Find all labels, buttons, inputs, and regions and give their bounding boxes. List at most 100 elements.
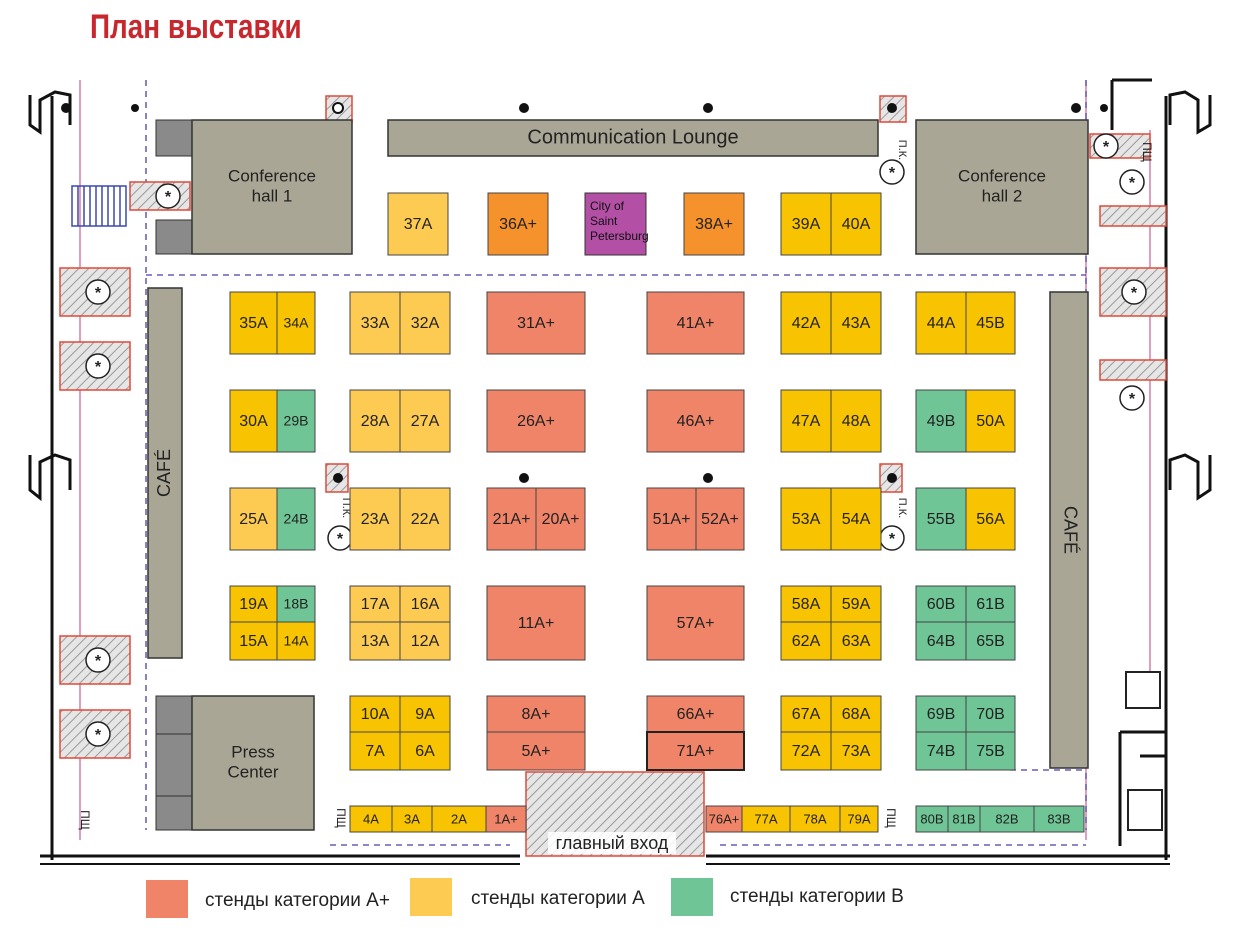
stand-label: 60B bbox=[927, 596, 955, 613]
stand-37a[interactable]: 37A bbox=[387, 192, 449, 256]
stand-67a[interactable]: 67A bbox=[780, 695, 832, 733]
stand-30a[interactable]: 30A bbox=[229, 389, 278, 453]
stand-55b[interactable]: 55B bbox=[915, 487, 967, 551]
stand-11a-plus[interactable]: 11A+ bbox=[486, 585, 586, 661]
stand-36a-plus[interactable]: 36A+ bbox=[487, 192, 549, 256]
stand-25a[interactable]: 25A bbox=[229, 487, 278, 551]
stand-56a[interactable]: 56A bbox=[965, 487, 1016, 551]
stand-70b[interactable]: 70B bbox=[965, 695, 1016, 733]
stand-label: 50A bbox=[976, 413, 1005, 430]
stand-19a[interactable]: 19A bbox=[229, 585, 278, 623]
stand-47a[interactable]: 47A bbox=[780, 389, 832, 453]
stand-label: 13A bbox=[361, 633, 390, 650]
stand-83b[interactable]: 83B bbox=[1033, 805, 1085, 833]
stand-71a-plus[interactable]: 71A+ bbox=[646, 731, 745, 771]
stand-22a[interactable]: 22A bbox=[399, 487, 451, 551]
stand-label: 39A bbox=[792, 216, 821, 233]
main-entrance[interactable]: главный вход bbox=[525, 771, 705, 857]
stand-1a-plus[interactable]: 1A+ bbox=[485, 805, 527, 833]
stand-35a[interactable]: 35A bbox=[229, 291, 278, 355]
stand-13a[interactable]: 13A bbox=[349, 621, 401, 661]
stand-44a[interactable]: 44A bbox=[915, 291, 967, 355]
stand-46a-plus[interactable]: 46A+ bbox=[646, 389, 745, 453]
stand-21a-plus[interactable]: 21A+ bbox=[486, 487, 537, 551]
stand-51a-plus[interactable]: 51A+ bbox=[646, 487, 697, 551]
stand-5a-plus[interactable]: 5A+ bbox=[486, 731, 586, 771]
stand-label: 38A+ bbox=[695, 216, 733, 233]
stand-28a[interactable]: 28A bbox=[349, 389, 401, 453]
stand-76a-plus[interactable]: 76A+ bbox=[705, 805, 743, 833]
stand-79a[interactable]: 79A bbox=[839, 805, 879, 833]
stand-10a[interactable]: 10A bbox=[349, 695, 401, 733]
stand-57a-plus[interactable]: 57A+ bbox=[646, 585, 745, 661]
stand-3a[interactable]: 3A bbox=[391, 805, 433, 833]
stand-82b[interactable]: 82B bbox=[979, 805, 1035, 833]
stand-2a[interactable]: 2A bbox=[431, 805, 487, 833]
stand-8a-plus[interactable]: 8A+ bbox=[486, 695, 586, 733]
stand-63a[interactable]: 63A bbox=[830, 621, 882, 661]
stand-49b[interactable]: 49B bbox=[915, 389, 967, 453]
stand-65b[interactable]: 65B bbox=[965, 621, 1016, 661]
stand-15a[interactable]: 15A bbox=[229, 621, 278, 661]
stand-16a[interactable]: 16A bbox=[399, 585, 451, 623]
stand-27a[interactable]: 27A bbox=[399, 389, 451, 453]
stand-48a[interactable]: 48A bbox=[830, 389, 882, 453]
stand-45b[interactable]: 45B bbox=[965, 291, 1016, 355]
stand-38a-plus[interactable]: 38A+ bbox=[683, 192, 745, 256]
stand-7a[interactable]: 7A bbox=[349, 731, 401, 771]
stand-34a[interactable]: 34A bbox=[276, 291, 316, 355]
stand-label: 27A bbox=[411, 413, 440, 430]
stand-62a[interactable]: 62A bbox=[780, 621, 832, 661]
stand-40a[interactable]: 40A bbox=[830, 192, 882, 256]
stand-9a[interactable]: 9A bbox=[399, 695, 451, 733]
stand-69b[interactable]: 69B bbox=[915, 695, 967, 733]
stand-18b[interactable]: 18B bbox=[276, 585, 316, 623]
stand-12a[interactable]: 12A bbox=[399, 621, 451, 661]
stand-81b[interactable]: 81B bbox=[947, 805, 981, 833]
stand-26a-plus[interactable]: 26A+ bbox=[486, 389, 586, 453]
stand-73a[interactable]: 73A bbox=[830, 731, 882, 771]
stand-66a-plus[interactable]: 66A+ bbox=[646, 695, 745, 733]
stand-80b[interactable]: 80B bbox=[915, 805, 949, 833]
stand-77a[interactable]: 77A bbox=[741, 805, 791, 833]
stand-33a[interactable]: 33A bbox=[349, 291, 401, 355]
stand-6a[interactable]: 6A bbox=[399, 731, 451, 771]
stand-14a[interactable]: 14A bbox=[276, 621, 316, 661]
stand-29b[interactable]: 29B bbox=[276, 389, 316, 453]
stand-43a[interactable]: 43A bbox=[830, 291, 882, 355]
stand-50a[interactable]: 50A bbox=[965, 389, 1016, 453]
stand-61b[interactable]: 61B bbox=[965, 585, 1016, 623]
stand-23a[interactable]: 23A bbox=[349, 487, 401, 551]
corner-towers bbox=[28, 90, 1212, 502]
stand-label: 17A bbox=[361, 596, 390, 613]
stand-72a[interactable]: 72A bbox=[780, 731, 832, 771]
stand-58a[interactable]: 58A bbox=[780, 585, 832, 623]
stand-68a[interactable]: 68A bbox=[830, 695, 882, 733]
stand-54a[interactable]: 54A bbox=[830, 487, 882, 551]
stand-59a[interactable]: 59A bbox=[830, 585, 882, 623]
stand-60b[interactable]: 60B bbox=[915, 585, 967, 623]
stand-24b[interactable]: 24B bbox=[276, 487, 316, 551]
stand-label: 42A bbox=[792, 315, 821, 332]
stand-4a[interactable]: 4A bbox=[349, 805, 393, 833]
stand-label: 28A bbox=[361, 413, 390, 430]
stand-52a-plus[interactable]: 52A+ bbox=[695, 487, 745, 551]
stand-20a-plus[interactable]: 20A+ bbox=[535, 487, 586, 551]
stand-label: 10A bbox=[361, 706, 390, 723]
stand-42a[interactable]: 42A bbox=[780, 291, 832, 355]
stand-17a[interactable]: 17A bbox=[349, 585, 401, 623]
stand-41a-plus[interactable]: 41A+ bbox=[646, 291, 745, 355]
stand-32a[interactable]: 32A bbox=[399, 291, 451, 355]
stand-53a[interactable]: 53A bbox=[780, 487, 832, 551]
stand-74b[interactable]: 74B bbox=[915, 731, 967, 771]
stand-31a-plus[interactable]: 31A+ bbox=[486, 291, 586, 355]
stand-75b[interactable]: 75B bbox=[965, 731, 1016, 771]
stand-78a[interactable]: 78A bbox=[789, 805, 841, 833]
stand-39a[interactable]: 39A bbox=[780, 192, 832, 256]
stand-label: 46A+ bbox=[677, 413, 715, 430]
stand-64b[interactable]: 64B bbox=[915, 621, 967, 661]
